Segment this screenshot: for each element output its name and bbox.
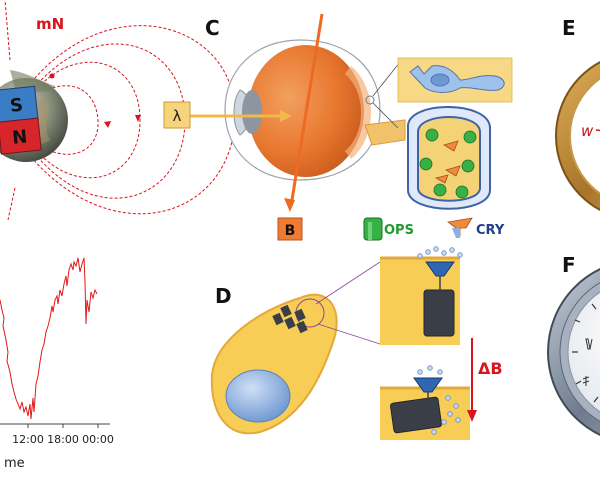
pole-s-label: S — [9, 95, 24, 117]
x-tick-label: 00:00 — [82, 433, 114, 446]
panel-d: D — [210, 246, 503, 440]
wavelength-box — [163, 101, 191, 129]
panel-letter: E — [562, 16, 576, 40]
connector-line — [317, 323, 381, 345]
panel-letter: C — [205, 16, 220, 40]
magnetosome-cell-icon — [210, 293, 338, 435]
x-tick-label: 18:00 — [47, 433, 79, 446]
connector-line — [372, 61, 401, 97]
panel-letter: F — [562, 253, 576, 277]
field-label: B — [285, 223, 296, 239]
connector-line — [315, 261, 381, 305]
wavelength-label: λ — [173, 107, 182, 125]
x-axis-label: me — [4, 456, 25, 471]
channel-zoom-bottom — [380, 365, 470, 440]
magnetic-north-label: mN — [36, 15, 64, 33]
compass-dial-label: w — [581, 122, 594, 140]
compass-icon: w — [555, 61, 600, 211]
cryptochrome-protein-icon — [447, 217, 473, 238]
timeseries-trace — [0, 257, 98, 420]
legend-ops-label: OPS — [384, 223, 414, 238]
legend-cry-label: CRY — [476, 223, 505, 238]
bar-magnet-icon: S N — [0, 85, 42, 155]
panel-e: E w — [555, 16, 600, 211]
panel-f: F — [547, 253, 600, 436]
pole-n-label: N — [11, 126, 28, 148]
opsin-protein-icon — [363, 217, 383, 241]
legend: OPS CRY — [363, 217, 505, 241]
field-arrows — [49, 73, 141, 128]
cryptochrome-protein-icon — [434, 140, 461, 184]
earth-field-panel: S N mN — [0, 0, 236, 221]
channel-zoom-top — [380, 246, 463, 345]
x-tick-label: 12:00 — [12, 433, 44, 446]
field-label-box — [277, 217, 303, 241]
photoreceptor-icon — [409, 65, 505, 93]
field-vector-arrow — [290, 13, 324, 201]
clock-icon — [547, 268, 600, 436]
panel-c: C — [163, 13, 513, 241]
connector-line — [372, 102, 399, 129]
panel-letter: D — [215, 284, 232, 308]
opsin-protein-icon — [419, 128, 477, 199]
delta-b-label: ΔB — [478, 359, 503, 378]
outer-segment-zoom — [406, 106, 491, 210]
timeseries-panel: 12:00 18:00 00:00 me — [0, 257, 114, 471]
eye-icon — [224, 39, 406, 181]
